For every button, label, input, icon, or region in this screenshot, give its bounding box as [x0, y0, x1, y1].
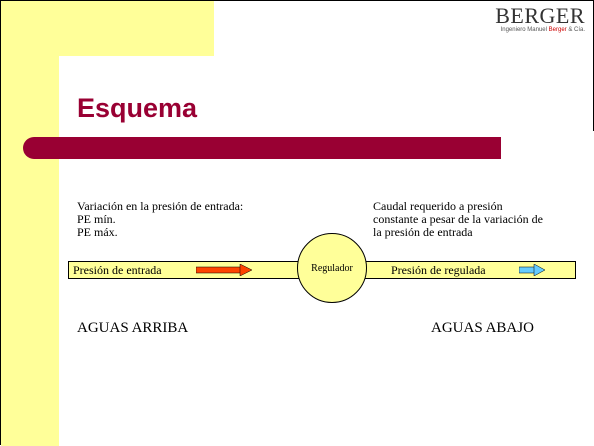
inlet-arrow-icon — [196, 264, 252, 276]
outlet-arrow-icon — [519, 264, 545, 276]
company-logo: BERGER Ingeniero Manuel Berger & Cía. — [495, 3, 585, 34]
outlet-description: Caudal requerido a presión constante a p… — [373, 200, 543, 239]
inlet-description: Variación en la presión de entrada: PE m… — [77, 200, 243, 239]
logo-subtitle-text: Ingeniero Manuel — [500, 27, 549, 33]
outlet-pressure-label: Presión de regulada — [391, 263, 486, 277]
inlet-min: PE mín. — [77, 212, 116, 226]
logo-subtitle-highlight: Berger — [548, 27, 567, 33]
logo-subtitle-suffix: & Cía. — [566, 27, 585, 33]
yellow-side-band — [1, 1, 59, 446]
logo-wordmark: BERGER — [495, 3, 585, 28]
upstream-label: AGUAS ARRIBA — [77, 320, 189, 336]
downstream-label: AGUAS ABAJO — [431, 320, 534, 336]
yellow-top-band — [1, 1, 214, 56]
regulator-label: Regulador — [311, 262, 353, 274]
outlet-line-3: la presión de entrada — [373, 225, 473, 239]
outlet-line-2: constante a pesar de la variación de — [373, 212, 543, 226]
outlet-line-1: Caudal requerido a presión — [373, 199, 503, 213]
inlet-heading: Variación en la presión de entrada: — [77, 199, 244, 213]
regulator-node: Regulador — [297, 233, 367, 303]
inlet-max: PE máx. — [77, 225, 118, 239]
logo-subtitle: Ingeniero Manuel Berger & Cía. — [495, 27, 585, 33]
inlet-pressure-label: Presión de entrada — [73, 263, 162, 277]
slide-title: Esquema — [77, 93, 198, 123]
title-underline-bar — [23, 137, 501, 159]
